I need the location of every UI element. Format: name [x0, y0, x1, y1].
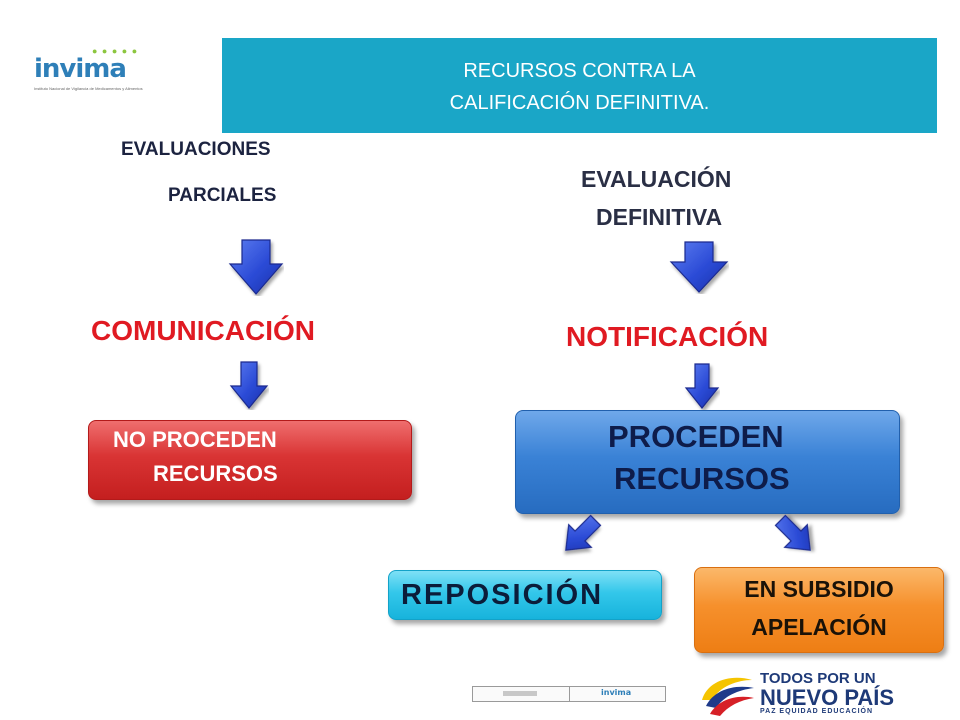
colombia-flag-swoosh-icon: [702, 677, 754, 716]
ministry-seal-icon: [503, 691, 537, 696]
invima-logo: ● ● ● ● ● invima Instituto Nacional de V…: [30, 40, 143, 96]
box-text-line-1: EN SUBSIDIO: [744, 576, 894, 602]
down-right-arrow-icon: [774, 514, 811, 551]
right-label-line-1: EVALUACIÓN: [581, 166, 732, 192]
todos-por-un-nuevo-pais-logo: TODOS POR UN NUEVO PAÍS PAZ EQUIDAD EDUC…: [698, 668, 898, 720]
down-arrow-icon: [684, 363, 720, 409]
footer-logo-bar: invima: [472, 686, 666, 702]
slogan-line-1: TODOS POR UN: [760, 670, 876, 687]
left-label-line-2: PARCIALES: [168, 185, 277, 206]
box-text-line-2: RECURSOS: [614, 461, 790, 496]
footer-invima-logo: invima: [601, 688, 632, 697]
reposicion-box: REPOSICIÓN: [388, 570, 662, 620]
logo-wordmark: invima: [34, 54, 127, 84]
logo-dots: ● ● ● ● ●: [92, 46, 139, 56]
right-label-line-2: DEFINITIVA: [596, 204, 723, 230]
box-text-line-2: RECURSOS: [153, 461, 278, 486]
down-arrow-icon: [229, 361, 269, 409]
down-left-arrow-icon: [565, 514, 602, 551]
left-label-line-1: EVALUACIONES: [121, 139, 271, 160]
title-banner: RECURSOS CONTRA LA CALIFICACIÓN DEFINITI…: [222, 38, 937, 133]
box-text-line-1: NO PROCEDEN: [113, 427, 277, 452]
box-text-line-2: APELACIÓN: [751, 614, 887, 640]
step-notificacion: NOTIFICACIÓN: [566, 321, 769, 352]
reposicion-label: REPOSICIÓN: [401, 579, 604, 611]
down-arrow-icon: [669, 241, 729, 293]
logo-subtitle: Instituto Nacional de Vigilancia de Medi…: [34, 86, 143, 91]
box-text-line-1: PROCEDEN: [608, 419, 784, 454]
subsidio-apelacion-box: EN SUBSIDIO APELACIÓN: [694, 567, 944, 653]
proceden-recursos-box: PROCEDEN RECURSOS: [515, 410, 900, 514]
no-proceden-recursos-box: NO PROCEDEN RECURSOS: [88, 420, 412, 500]
slogan-line-3: PAZ EQUIDAD EDUCACIÓN: [760, 708, 874, 715]
down-arrow-icon: [228, 239, 284, 295]
footer-divider: [569, 687, 570, 701]
step-comunicacion: COMUNICACIÓN: [91, 315, 315, 346]
title-line-2: CALIFICACIÓN DEFINITIVA.: [449, 92, 710, 114]
slogan-line-2: NUEVO PAÍS: [760, 685, 895, 710]
title-line-1: RECURSOS CONTRA LA: [463, 60, 696, 82]
